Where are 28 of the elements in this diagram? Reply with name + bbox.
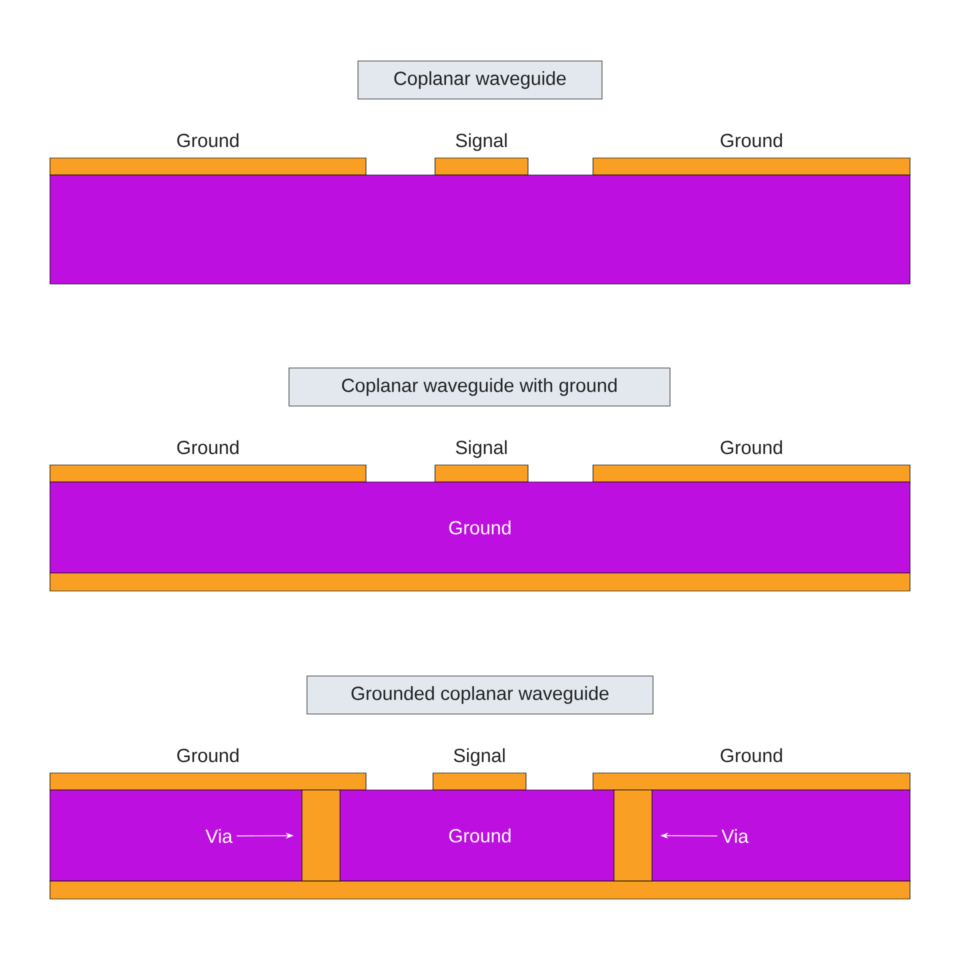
substrate-layer	[50, 174, 910, 284]
metal-strip: Ground	[592, 440, 910, 482]
metal-strip: Ground	[592, 748, 910, 790]
metal-strip: Ground	[50, 748, 366, 790]
metal-strip: Ground	[50, 133, 366, 176]
via	[614, 790, 652, 882]
via-label: Via	[722, 829, 749, 843]
node-label: Signal	[456, 133, 507, 151]
substrate-layer: Ground	[50, 482, 910, 574]
metal-strip: Ground	[592, 133, 910, 176]
via-label: Via	[206, 829, 233, 843]
node-label: Ground	[720, 440, 782, 454]
metal-strip: Signal	[434, 440, 528, 482]
node-label: Ground	[720, 748, 782, 762]
title-box: Coplanar waveguide	[358, 60, 602, 100]
title-box: Coplanar waveguide with ground	[288, 368, 670, 406]
node-label: Ground	[177, 133, 238, 148]
node-label: Ground	[177, 748, 238, 762]
via	[302, 790, 340, 882]
ground-plane	[50, 572, 910, 592]
node-label: Ground	[177, 440, 238, 454]
metal-strip: Ground	[50, 440, 366, 482]
node-label: Signal	[456, 440, 507, 458]
metal-strip: Signal	[434, 133, 528, 176]
node-label: Ground	[720, 133, 782, 148]
title-box: Grounded coplanar waveguide	[306, 676, 654, 714]
metal-strip: Signal	[432, 748, 526, 790]
node-label: Signal	[454, 748, 505, 766]
